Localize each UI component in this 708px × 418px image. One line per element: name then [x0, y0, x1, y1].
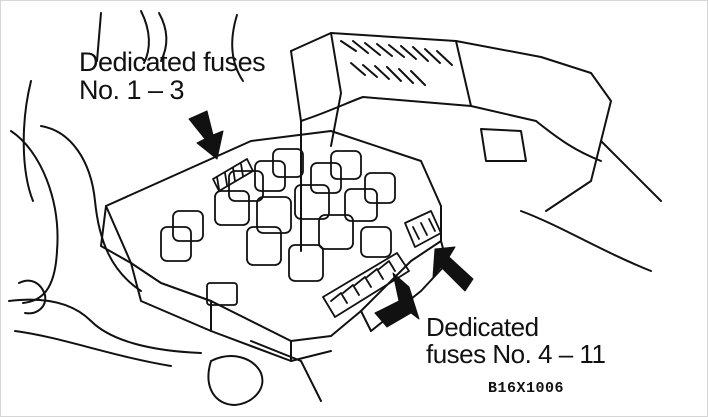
relay-icon: [172, 210, 204, 242]
relay-icon: [310, 162, 342, 194]
arrow-icon: [188, 110, 224, 160]
engine-bay-outline: [8, 10, 662, 406]
relay-icon: [288, 244, 324, 282]
relay-icon: [344, 188, 378, 222]
fuse-block-body: [100, 130, 448, 362]
fuse-icon: [330, 260, 396, 304]
relay-icon: [294, 184, 330, 220]
label-line: Dedicated fuses: [79, 47, 266, 77]
relay-icon: [272, 148, 304, 178]
label-line: fuses No. 4 – 11: [426, 339, 606, 370]
relay-icon: [160, 226, 192, 262]
relay-icon: [206, 282, 238, 306]
relay-icon: [330, 150, 362, 180]
label-line: Dedicated: [426, 312, 539, 342]
pointer-arrows: [188, 110, 474, 328]
label-dedicated-fuses-1-3: Dedicated fuses No. 1 – 3: [79, 47, 266, 106]
relay-icon: [318, 214, 354, 250]
fuse-icon: [216, 163, 244, 190]
figure-code: B16X1006: [488, 380, 565, 397]
label-line: No. 1 – 3: [79, 75, 185, 106]
fuse-icon: [412, 218, 436, 240]
relay-icon: [364, 172, 396, 204]
relay-icon: [360, 226, 392, 258]
relay-icon: [214, 190, 250, 226]
relay-icon: [256, 196, 292, 234]
relay-grid: [160, 148, 396, 306]
relay-icon: [254, 160, 286, 192]
arrow-icon: [374, 272, 420, 328]
label-dedicated-fuses-4-11: Dedicated fuses No. 4 – 11: [426, 312, 606, 370]
ecu-housing: [290, 32, 612, 252]
arrow-icon: [432, 246, 474, 292]
fuse-group-4-11: [322, 210, 442, 318]
relay-icon: [246, 226, 282, 266]
fuse-group-1-3: [212, 158, 254, 192]
